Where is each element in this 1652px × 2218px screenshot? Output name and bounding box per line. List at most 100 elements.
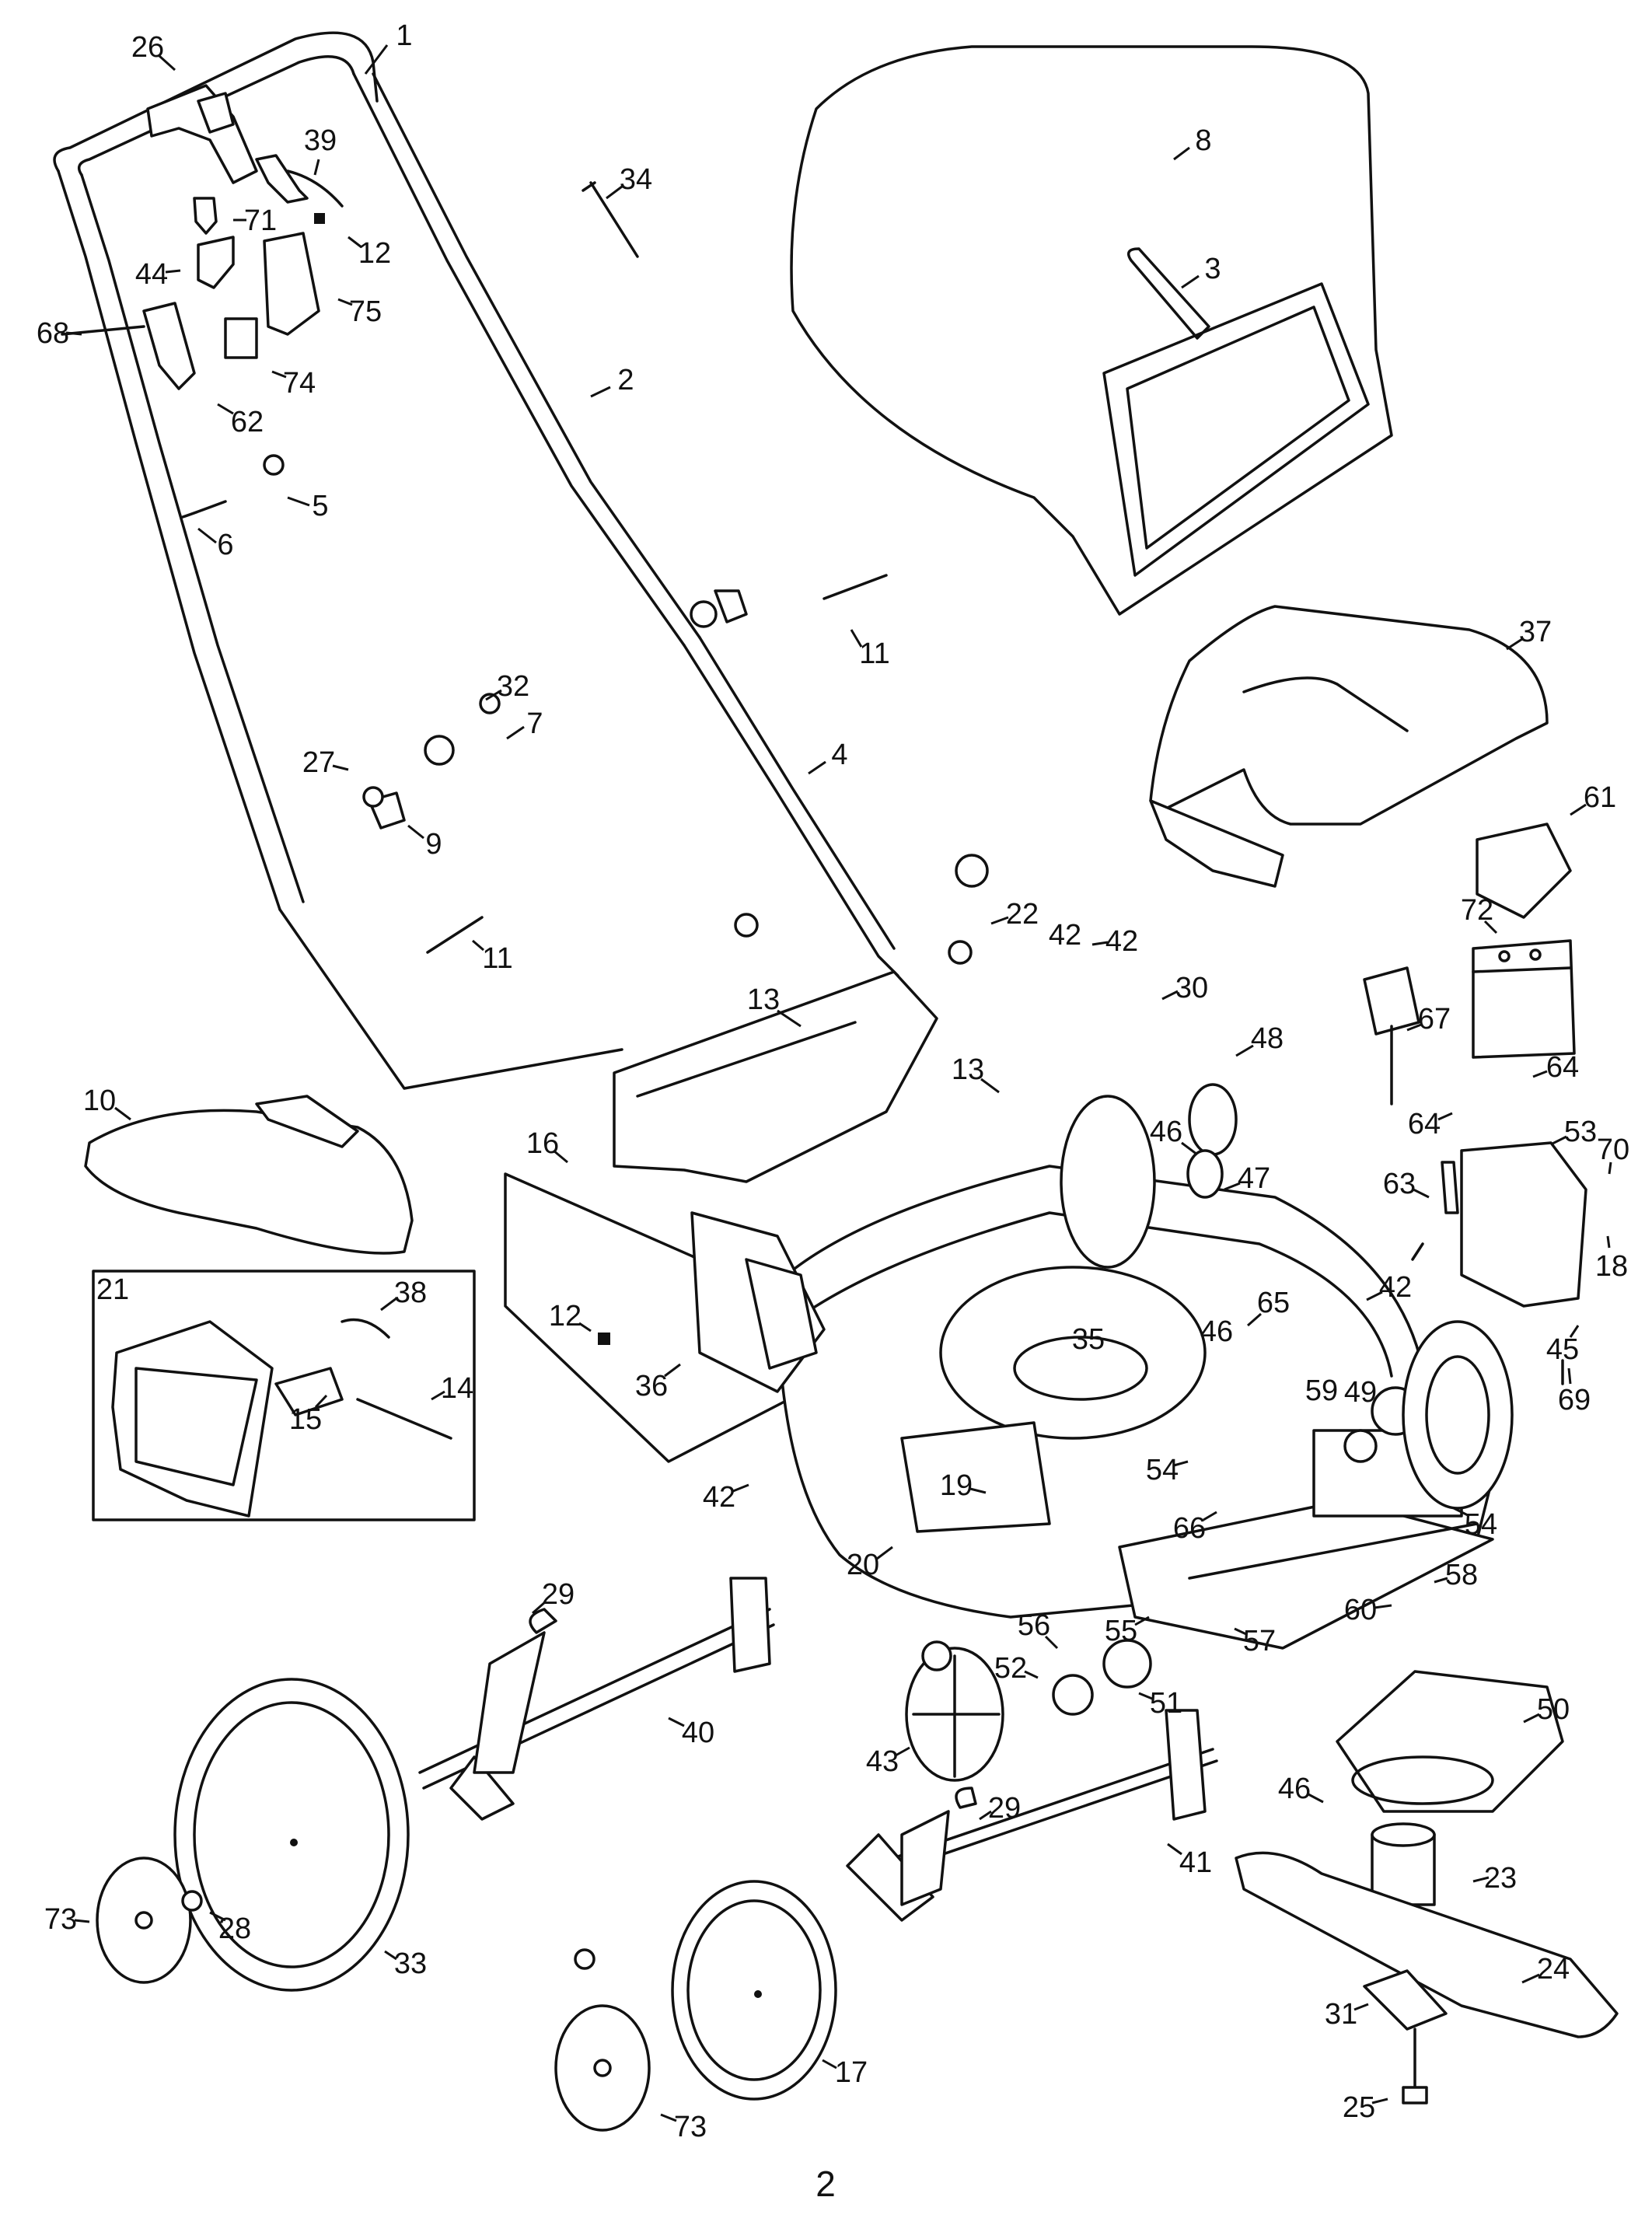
callout-43: 43 — [866, 1745, 910, 1778]
callout-leader-42b — [1366, 1291, 1383, 1301]
callout-21: 21 — [96, 1273, 129, 1306]
callout-54b: 54 — [1146, 1454, 1189, 1486]
callout-leader-25 — [1371, 2097, 1388, 2104]
callout-7: 7 — [506, 707, 543, 740]
callout-leader-34 — [606, 185, 623, 200]
callout-label-74: 74 — [283, 367, 316, 400]
callout-53: 53 — [1550, 1116, 1597, 1148]
callout-leader-42a — [1091, 941, 1109, 946]
callout-59: 59 — [1305, 1374, 1338, 1407]
callout-38: 38 — [380, 1277, 427, 1312]
callout-leader-16 — [553, 1149, 568, 1164]
callout-leader-55 — [1134, 1615, 1150, 1626]
callout-leader-74 — [271, 370, 287, 379]
callout-label-8: 8 — [1195, 124, 1211, 157]
callout-50: 50 — [1523, 1693, 1570, 1726]
callout-30: 30 — [1161, 972, 1208, 1004]
callout-leader-70 — [1608, 1161, 1612, 1175]
callout-leader-50 — [1523, 1713, 1540, 1724]
blade-adapter — [1336, 1670, 1564, 1813]
callout-leader-22 — [990, 916, 1009, 925]
callout-label-35: 35 — [1072, 1323, 1105, 1356]
callout-label-25: 25 — [1343, 2091, 1375, 2124]
callout-label-46a: 46 — [1150, 1116, 1182, 1148]
callout-leader-46a — [1181, 1141, 1198, 1156]
callout-label-16: 16 — [526, 1127, 559, 1160]
upper-handle — [53, 31, 701, 911]
callout-label-15: 15 — [289, 1403, 322, 1436]
callout-leader-20 — [876, 1546, 893, 1560]
callout-leader-75 — [337, 298, 353, 306]
callout-51: 51 — [1138, 1687, 1182, 1720]
callout-leader-60 — [1374, 1604, 1392, 1609]
callout-label-39: 39 — [304, 124, 337, 157]
mulch-plug-inset — [92, 1270, 476, 1521]
callout-22: 22 — [990, 898, 1039, 931]
callout-3: 3 — [1181, 253, 1221, 289]
callout-label-26: 26 — [131, 31, 164, 64]
callout-leader-58 — [1434, 1577, 1448, 1584]
callout-leader-66 — [1203, 1511, 1217, 1521]
callout-label-65: 65 — [1257, 1287, 1290, 1319]
callout-73b: 73 — [660, 2111, 707, 2143]
callout-leader-15 — [314, 1394, 328, 1409]
callout-leader-39 — [313, 159, 320, 176]
callout-label-46b: 46 — [1200, 1315, 1233, 1348]
blade — [1235, 1851, 1619, 2038]
callout-15: 15 — [289, 1394, 328, 1436]
callout-42c: 42 — [703, 1481, 749, 1514]
lower-handle — [278, 181, 899, 1090]
callout-label-11a: 11 — [859, 637, 889, 670]
callout-13a: 13 — [747, 983, 802, 1028]
callout-leader-56 — [1044, 1635, 1059, 1650]
callout-leader-73b — [660, 2113, 677, 2122]
callout-label-52: 52 — [994, 1652, 1027, 1685]
callout-4: 4 — [808, 739, 848, 775]
callout-label-44: 44 — [135, 258, 168, 291]
callout-leader-12a — [348, 236, 362, 249]
callout-label-47: 47 — [1238, 1162, 1270, 1195]
callout-leader-17 — [822, 2059, 837, 2070]
callout-leader-47 — [1224, 1182, 1241, 1191]
callout-leader-4 — [808, 760, 826, 775]
callout-42a: 42 — [1091, 925, 1138, 958]
callout-leader-67 — [1406, 1023, 1422, 1032]
callout-1: 1 — [364, 19, 413, 75]
callout-leader-53 — [1550, 1135, 1567, 1146]
hub-cap-front — [96, 1856, 192, 1984]
callout-49: 49 — [1344, 1376, 1377, 1409]
callout-leader-29a — [532, 1600, 547, 1615]
callout-58: 58 — [1434, 1559, 1478, 1591]
callout-label-11b: 11 — [482, 942, 512, 975]
callout-52: 52 — [994, 1652, 1039, 1685]
callout-67: 67 — [1406, 1003, 1451, 1036]
callout-label-5: 5 — [312, 490, 328, 522]
callout-label-33: 33 — [394, 1947, 427, 1980]
callout-55: 55 — [1105, 1615, 1150, 1647]
callout-leader-43 — [895, 1746, 910, 1757]
callout-leader-11a — [850, 629, 863, 648]
callout-leader-38 — [380, 1297, 397, 1312]
callout-69: 69 — [1558, 1367, 1591, 1416]
callout-57: 57 — [1234, 1625, 1276, 1657]
callout-leader-8 — [1173, 146, 1190, 161]
callout-34: 34 — [606, 163, 652, 200]
callout-64b: 64 — [1532, 1051, 1579, 1084]
callout-leader-61 — [1570, 803, 1587, 816]
callout-leader-3 — [1181, 274, 1200, 289]
callout-leader-13a — [777, 1009, 802, 1028]
callout-label-22: 22 — [1006, 898, 1039, 931]
callout-label-29a: 29 — [542, 1578, 575, 1611]
callout-61: 61 — [1570, 781, 1616, 816]
callout-label-37: 37 — [1519, 616, 1552, 648]
callout-37: 37 — [1506, 616, 1552, 651]
callout-label-57: 57 — [1243, 1625, 1276, 1657]
callout-41: 41 — [1167, 1843, 1212, 1879]
rear-axle-adjuster — [846, 1709, 1218, 1922]
callout-label-4: 4 — [831, 739, 847, 771]
rear-wheel-axle-assembly — [1060, 1095, 1514, 1650]
callout-70: 70 — [1597, 1133, 1629, 1175]
callout-label-54a: 54 — [1465, 1508, 1497, 1541]
callout-leader-69 — [1567, 1367, 1572, 1385]
callout-label-55: 55 — [1105, 1615, 1137, 1647]
